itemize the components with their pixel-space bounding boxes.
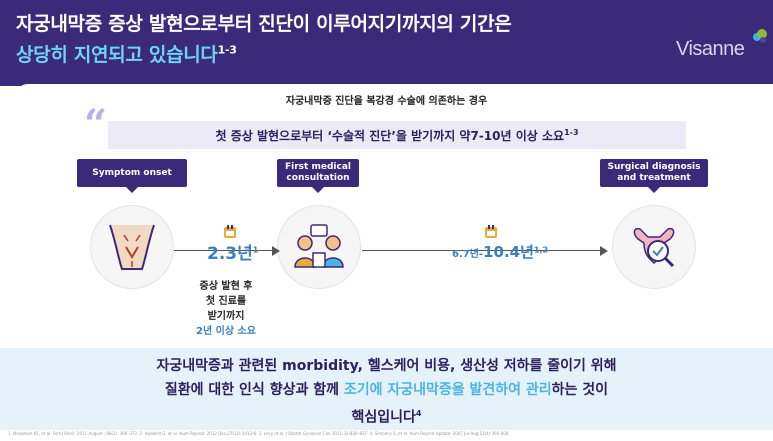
brand-logo: Visanne <box>676 38 744 61</box>
calendar-icon <box>223 225 237 239</box>
conclusion-line-2a: 질환에 대한 인식 향상과 함께 <box>165 382 344 398</box>
title-superscript: 1-3 <box>218 44 237 57</box>
stage-label-first-consultation: First medical consultation <box>277 159 359 187</box>
section-subtitle: 자궁내막증 진단을 복강경 수술에 의존하는 경우 <box>0 92 773 107</box>
duration2-low: 6.7년- <box>452 249 483 260</box>
arrowhead-2 <box>600 246 608 256</box>
logo-mark-icon <box>752 28 768 44</box>
pelvis-icon <box>102 217 162 277</box>
quote-text: 첫 증상 발현으로부터 ‘수술적 진단’을 받기까지 약7-10년 이상 소요1… <box>108 127 686 144</box>
desc-line-3: 받기까지 <box>175 309 277 324</box>
desc-line-4: 2년 이상 소요 <box>175 324 277 339</box>
duration1-value: 2.3년 <box>207 244 253 264</box>
quote-mark-icon: “ <box>84 105 107 145</box>
stage-label-symptom-onset: Symptom onset <box>77 159 187 187</box>
conclusion-highlight: 조기에 자궁내막증을 발견하여 관리 <box>344 382 552 398</box>
conclusion-line-3-text: 핵심입니다 <box>352 410 416 426</box>
page-title-line2: 상당히 지연되고 있습니다1-3 <box>16 40 237 67</box>
arrowhead-1 <box>272 246 280 256</box>
conclusion-sup: 4 <box>416 409 422 418</box>
conclusion-text: 자궁내막증과 관련된 morbidity, 헬스케어 비용, 생산성 저하를 줄… <box>0 354 773 430</box>
uterus-check-icon <box>624 217 684 277</box>
symptom-onset-circle <box>90 205 174 289</box>
calendar-icon <box>484 225 498 239</box>
duration-to-consultation: 2.3년1 <box>207 239 258 264</box>
title-highlight: 상당히 지연되고 있습니다 <box>16 44 218 66</box>
stage-label-surgical-diagnosis: Surgical diagnosis and treatment <box>600 159 708 187</box>
duration1-sup: 1 <box>253 245 259 254</box>
quote-text-main: 첫 증상 발현으로부터 ‘수술적 진단’을 받기까지 약7-10년 이상 소요 <box>215 129 564 143</box>
duration2-high: 10.4년 <box>483 243 534 261</box>
conclusion-line-1: 자궁내막증과 관련된 morbidity, 헬스케어 비용, 생산성 저하를 줄… <box>0 354 773 378</box>
desc-line-2: 첫 진료를 <box>175 294 277 309</box>
duration2-sup: 1,2 <box>534 246 548 255</box>
page-title: 자궁내막증 증상 발현으로부터 진단이 이루어지기까지의 기간은 <box>16 9 511 36</box>
desc-line-1: 증상 발현 후 <box>175 279 277 294</box>
duration-to-diagnosis: 6.7년-10.4년1,2 <box>452 241 548 262</box>
conclusion-line-2c: 하는 것이 <box>552 382 608 398</box>
consultation-circle <box>277 205 361 289</box>
references: 1. Nnoaham KE, et al. Fertil Steril. 201… <box>8 431 510 436</box>
consultation-icon <box>289 217 349 277</box>
conclusion-line-2: 질환에 대한 인식 향상과 함께 조기에 자궁내막증을 발견하여 관리하는 것이 <box>0 378 773 402</box>
conclusion-line-3: 핵심입니다4 <box>0 402 773 430</box>
consultation-delay-description: 증상 발현 후 첫 진료를 받기까지 2년 이상 소요 <box>175 279 277 339</box>
surgical-diagnosis-circle <box>612 205 696 289</box>
quote-superscript: 1-3 <box>564 128 578 137</box>
